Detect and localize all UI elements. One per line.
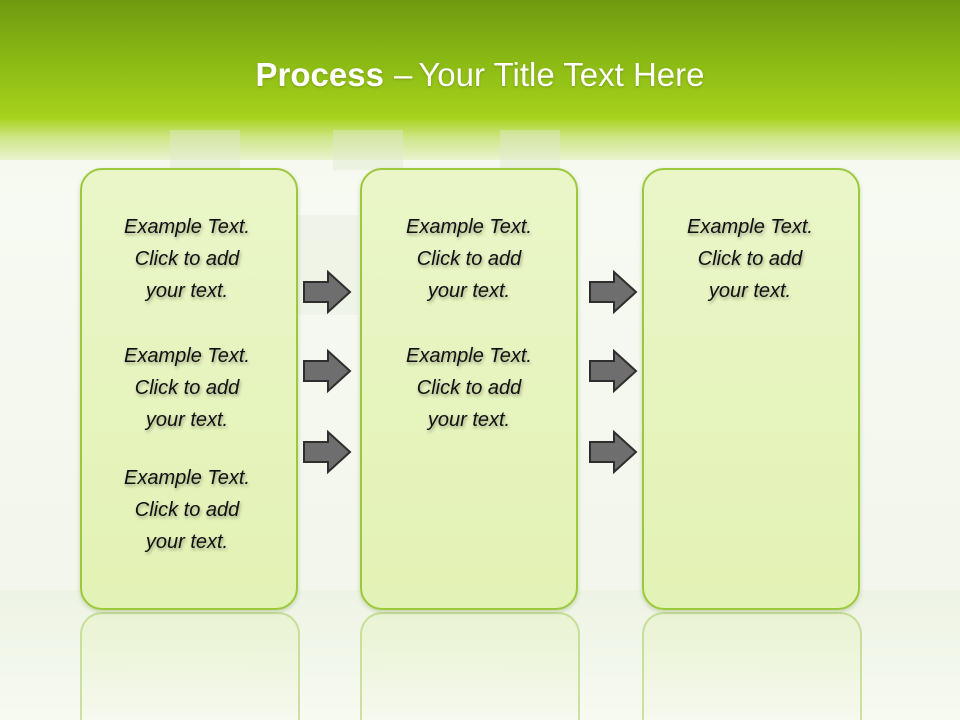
background-decoration [333, 130, 403, 170]
title-dash: – [393, 56, 413, 93]
box-1-text-3[interactable]: Example Text. Click to add your text. [124, 467, 250, 553]
box-reflection [80, 612, 300, 720]
box-reflection [642, 612, 862, 720]
background-decoration [170, 130, 240, 170]
right-arrow-icon [589, 270, 638, 314]
box-3-text-1[interactable]: Example Text. Click to add your text. [687, 216, 813, 302]
box-reflection [360, 612, 580, 720]
right-arrow-icon [303, 430, 352, 474]
title-strong: Process [255, 56, 384, 93]
box-2-text-2[interactable]: Example Text. Click to add your text. [406, 345, 532, 431]
right-arrow-icon [303, 270, 352, 314]
header-band [0, 0, 960, 160]
right-arrow-icon [303, 349, 352, 393]
box-2-text-1[interactable]: Example Text. Click to add your text. [406, 216, 532, 302]
box-1-text-2[interactable]: Example Text. Click to add your text. [124, 345, 250, 431]
process-box-3[interactable] [642, 168, 860, 610]
right-arrow-icon [589, 349, 638, 393]
box-1-text-1[interactable]: Example Text. Click to add your text. [124, 216, 250, 302]
background-decoration [500, 130, 560, 170]
title-rest: Your Title Text Here [418, 56, 705, 93]
process-box-1[interactable] [80, 168, 298, 610]
slide-title[interactable]: Process–Your Title Text Here [0, 52, 960, 98]
process-box-2[interactable] [360, 168, 578, 610]
right-arrow-icon [589, 430, 638, 474]
floor-reflection-area [0, 590, 960, 720]
